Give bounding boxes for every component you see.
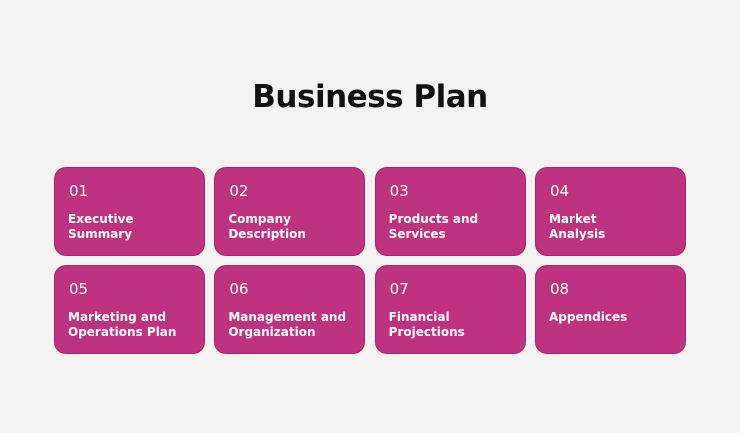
section-label-line: Financial: [388, 310, 450, 324]
section-card-management-and-organization[interactable]: 06 Management and Organization: [214, 265, 366, 354]
section-label-line: Analysis: [548, 227, 606, 241]
section-label-line: Management and: [228, 310, 347, 324]
section-label-line: Projections: [388, 325, 465, 339]
section-card-market-analysis[interactable]: 04 Market Analysis: [534, 167, 686, 256]
section-label-line: Operations Plan: [68, 325, 177, 339]
section-number: 01: [69, 182, 89, 200]
section-label-line: Description: [228, 227, 306, 241]
section-number: 07: [389, 280, 409, 298]
section-card-products-and-services[interactable]: 03 Products and Services: [374, 167, 526, 256]
section-label: Management and Organization: [228, 310, 358, 340]
section-number: 06: [229, 280, 249, 298]
section-label: Company Description: [228, 212, 358, 242]
section-label-line: Services: [388, 227, 446, 241]
page-title: Business Plan: [252, 79, 488, 115]
section-card-company-description[interactable]: 02 Company Description: [214, 167, 366, 256]
section-label: Products and Services: [389, 212, 519, 242]
section-label-line: Marketing and: [68, 310, 167, 324]
section-label-line: Appendices: [548, 310, 628, 324]
section-label-line: Summary: [68, 227, 133, 241]
section-card-financial-projections[interactable]: 07 Financial Projections: [374, 265, 526, 354]
section-number: 04: [549, 182, 570, 200]
section-label-line: Executive: [68, 212, 134, 226]
section-grid: 01 Executive Summary 02 Company Descript…: [54, 167, 686, 354]
section-label-line: Company: [228, 212, 291, 226]
section-number: 03: [389, 182, 409, 200]
section-label-line: Market: [548, 212, 597, 226]
section-label: Marketing and Operations Plan: [68, 310, 198, 340]
section-label: Financial Projections: [389, 310, 519, 340]
section-card-marketing-and-operations-plan[interactable]: 05 Marketing and Operations Plan: [54, 265, 205, 354]
section-label: Market Analysis: [549, 212, 679, 242]
section-card-appendices[interactable]: 08 Appendices: [534, 265, 686, 354]
section-label: Appendices: [549, 310, 679, 325]
section-card-executive-summary[interactable]: 01 Executive Summary: [54, 167, 205, 256]
section-label-line: Products and: [388, 212, 479, 226]
section-number: 05: [69, 280, 89, 298]
section-label: Executive Summary: [68, 212, 198, 242]
section-label-line: Organization: [228, 325, 316, 339]
section-number: 02: [229, 182, 249, 200]
section-number: 08: [549, 280, 570, 298]
